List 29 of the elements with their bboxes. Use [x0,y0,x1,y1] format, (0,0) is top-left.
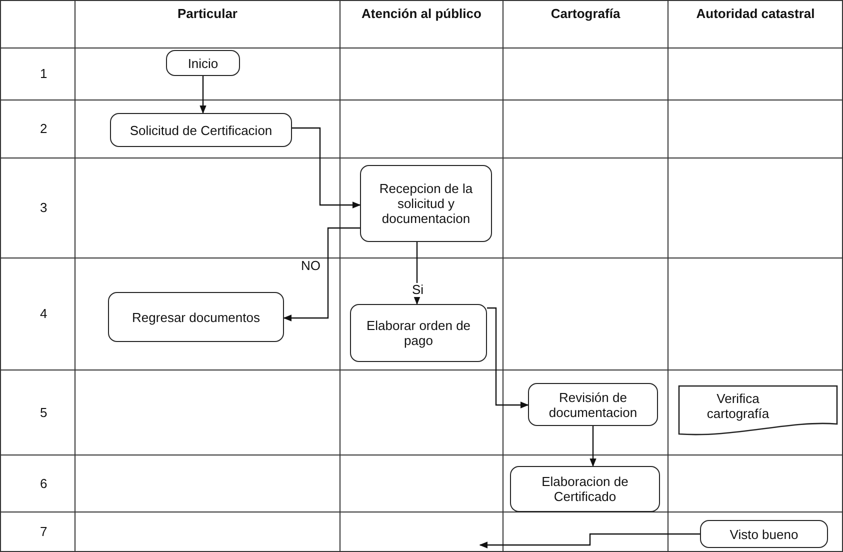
row-number: 3 [40,200,48,215]
process-step: Solicitud de Certificacion [110,113,292,147]
process-step: Regresar documentos [108,292,284,342]
row-number: 1 [40,66,48,81]
process-step: Recepcion de la solicitud y documentacion [360,165,492,242]
process-step: Revisión de documentacion [528,383,658,426]
row-number: 7 [40,524,48,539]
arrow [487,307,529,408]
lane-header: Cartografía [550,6,620,21]
row-number: 5 [40,404,48,420]
row-number: 4 [40,306,48,321]
arrow [292,127,361,208]
arrow [479,533,700,548]
lane-header: Particular [178,6,238,21]
row-number: 6 [40,476,48,490]
process-step: Visto bueno [700,520,828,548]
arrow [200,76,206,114]
arrow [414,242,420,305]
edge-label: Si [411,283,425,297]
row-number: 2 [40,121,48,136]
process-step: Elaborar orden de pago [350,304,487,362]
process-step: Elaboracion de Certificado [510,466,660,512]
process-step: Inicio [166,50,240,76]
step-text: Verifica cartografía [706,391,770,421]
arrow [283,227,360,322]
arrow [590,426,596,467]
edge-label: NO [300,259,322,273]
lane-header: Autoridad catastral [696,6,815,21]
lane-header: Atención al público [362,6,482,21]
